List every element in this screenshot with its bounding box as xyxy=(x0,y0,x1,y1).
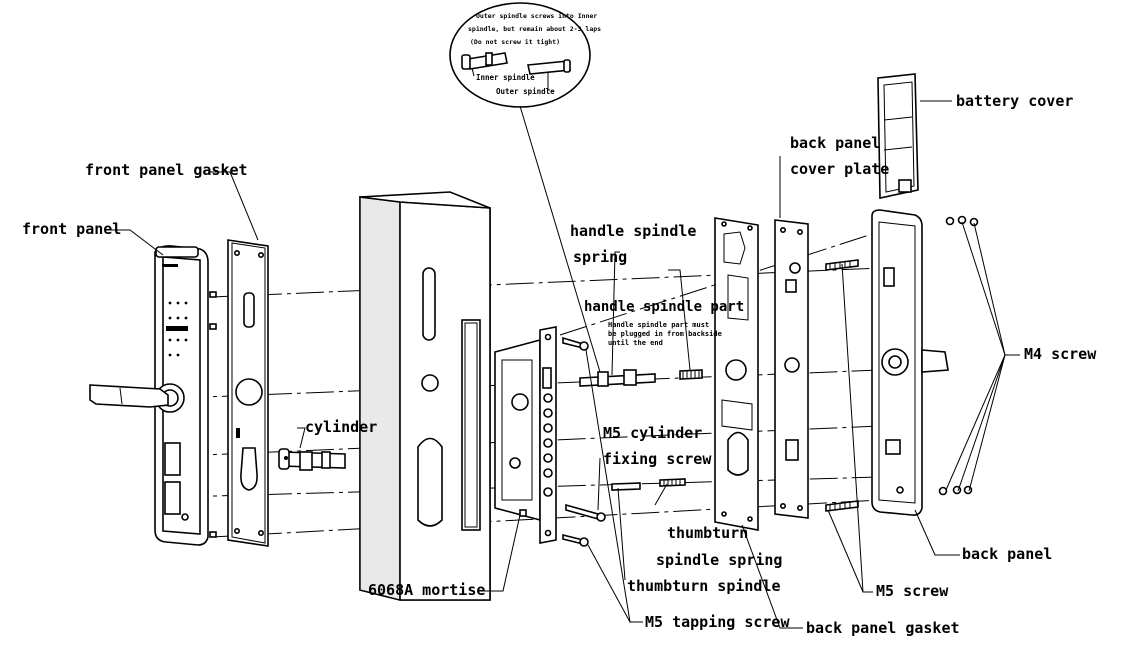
note-spindle-2: spindle, but remain about 2-3 laps xyxy=(468,25,601,33)
label-back-panel-cover-1: back panel xyxy=(790,134,880,152)
m5-tapping-screws xyxy=(562,336,589,547)
label-handle-spindle-part: handle spindle part xyxy=(584,299,744,315)
label-back-panel: back panel xyxy=(962,545,1052,563)
label-back-panel-cover-2: cover plate xyxy=(790,160,889,178)
door-block xyxy=(359,191,491,601)
note-outer-spindle: Outer spindle xyxy=(496,87,555,96)
label-mortise: 6068A mortise xyxy=(368,581,485,599)
label-m5-tapping-screw: M5 tapping screw xyxy=(645,613,790,631)
note-inner-spindle: Inner spindle xyxy=(476,73,535,82)
label-handle-spindle-spring-1: handle spindle xyxy=(570,222,696,240)
note-spindle-3: (Do not screw it tight) xyxy=(470,38,560,46)
leader-lines xyxy=(106,100,1020,629)
label-thumbturn-spindle: thumbturn spindle xyxy=(627,577,781,595)
mortise-body xyxy=(494,326,557,544)
front-panel-gasket xyxy=(209,239,269,547)
spindle-detail-bubble xyxy=(449,2,591,108)
battery-cover xyxy=(877,73,919,199)
back-panel-cover-plate xyxy=(774,219,809,519)
front-panel xyxy=(89,245,209,546)
label-front-panel-gasket: front panel gasket xyxy=(85,161,248,179)
m5-cylinder-fixing-screw xyxy=(565,503,606,522)
back-panel-gasket xyxy=(714,217,759,531)
label-thumbturn-spring-2: spindle spring xyxy=(656,551,782,569)
label-m5-screw: M5 screw xyxy=(876,582,949,600)
handle-spindle-part xyxy=(579,369,703,387)
part-labels: front panel front panel gasket cylinder … xyxy=(22,92,1097,637)
note-handle-2: be plugged in from backside xyxy=(608,330,722,338)
label-handle-spindle-spring-2: spring xyxy=(573,248,627,266)
m5-screws xyxy=(825,259,859,512)
label-thumbturn-spring-1: thumbturn xyxy=(667,524,748,542)
label-back-panel-gasket: back panel gasket xyxy=(806,619,960,637)
back-panel xyxy=(871,209,949,516)
label-cylinder: cylinder xyxy=(305,418,377,436)
label-battery-cover: battery cover xyxy=(956,92,1073,110)
label-m5-cylinder-fixing-1: M5 cylinder xyxy=(603,424,702,442)
note-handle-3: until the end xyxy=(608,339,663,347)
note-spindle-1: Outer spindle screws into Inner xyxy=(476,12,597,20)
label-m5-cylinder-fixing-2: fixing screw xyxy=(603,450,712,468)
label-m4-screw: M4 screw xyxy=(1024,345,1097,363)
note-handle-1: Handle spindle part must xyxy=(608,321,709,329)
cylinder-part xyxy=(278,448,346,471)
thumbturn-spindle xyxy=(611,478,686,491)
spindle-notes: Outer spindle screws into Inner spindle,… xyxy=(468,12,601,96)
label-front-panel: front panel xyxy=(22,220,121,238)
